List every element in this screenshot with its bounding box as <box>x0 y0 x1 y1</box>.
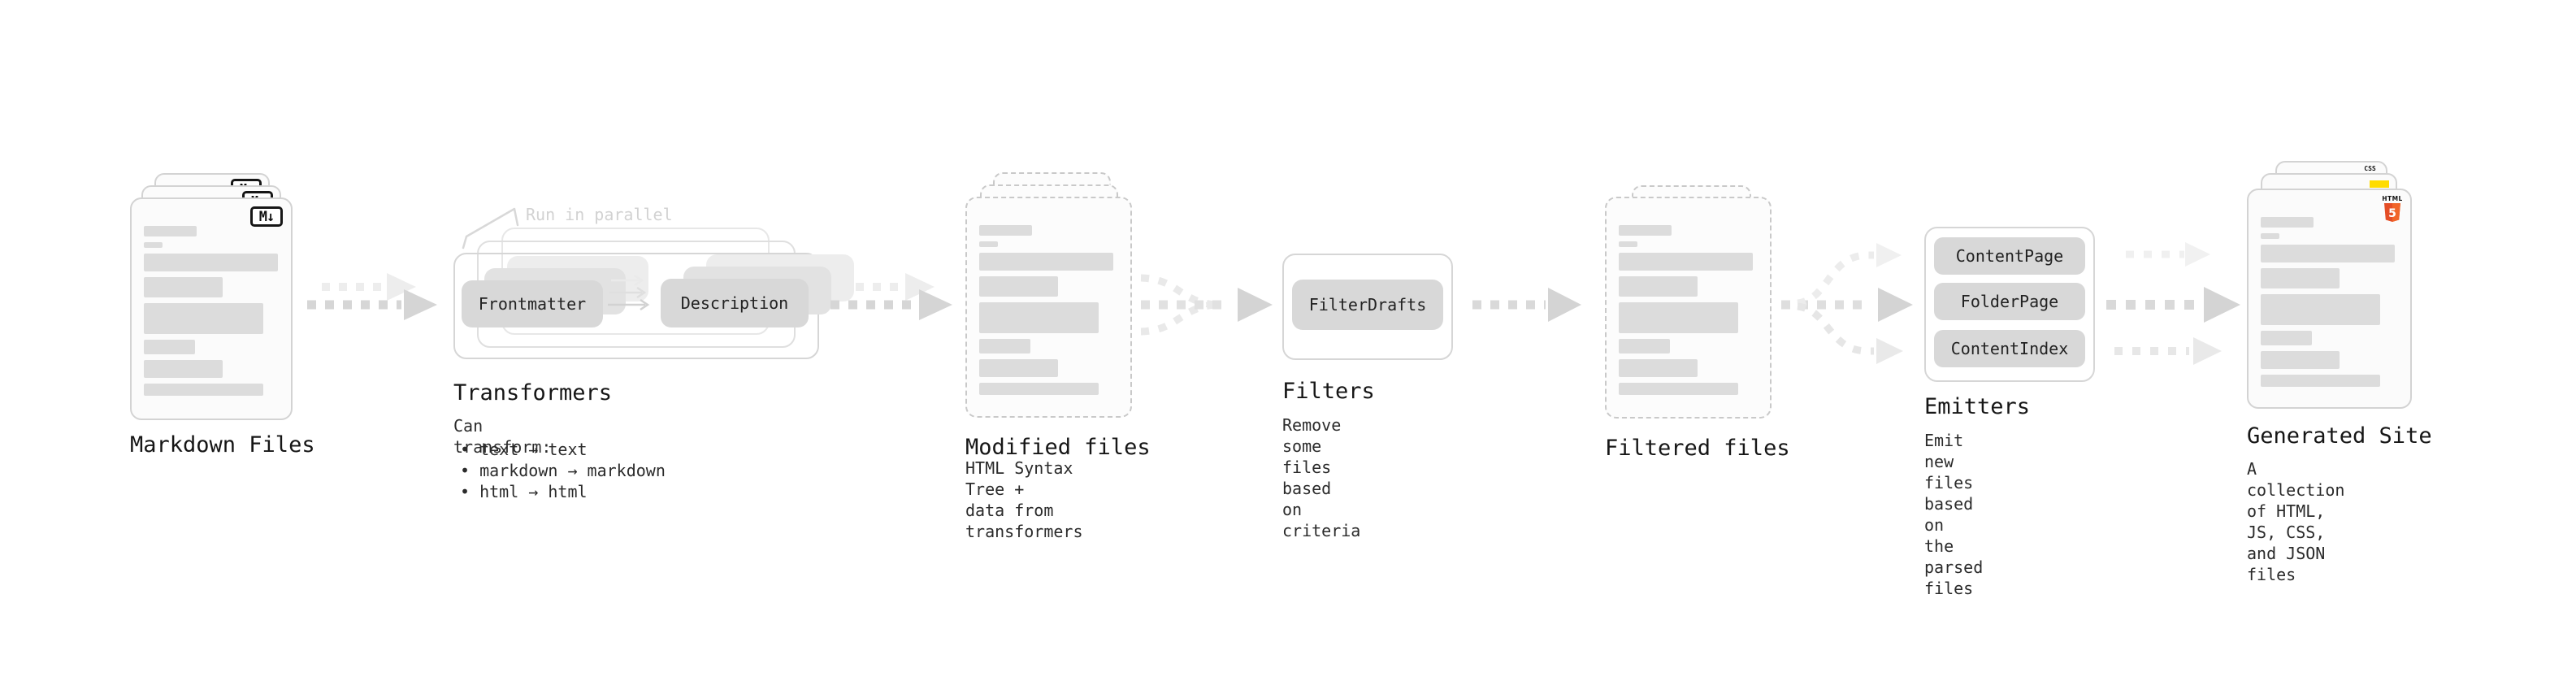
arrow-filters-to-filtered <box>1472 288 1581 322</box>
stage-title-transformers: Transformers <box>453 380 613 406</box>
stage-title-markdown-files: Markdown Files <box>130 432 315 458</box>
transform-bullet: • markdown → markdown <box>460 461 666 480</box>
filter-pill-filterdrafts: FilterDrafts <box>1292 280 1443 330</box>
stage-title-generated-site: Generated Site <box>2247 423 2432 449</box>
arrow-modified-to-filters <box>1140 274 1273 336</box>
html5-icon: HTML 5 <box>2383 195 2402 222</box>
markdown-icon: M↓ <box>250 206 283 227</box>
arrow-emitters-to-generated <box>2106 242 2240 365</box>
run-in-parallel-annotation: Run in parallel <box>526 205 673 224</box>
file-content-skeleton <box>2261 217 2395 387</box>
arrow-markdown-to-transformers <box>307 273 437 320</box>
stage-title-filters: Filters <box>1282 379 1375 404</box>
filtered-file-card-front <box>1605 197 1772 419</box>
stage-title-filtered-files: Filtered files <box>1605 436 1790 461</box>
emitters-description: Emit new files based on the parsed files <box>1924 431 1984 598</box>
markdown-file-card-front: M↓ <box>130 197 293 420</box>
svg-text:HTML: HTML <box>2383 195 2402 202</box>
modified-file-card-front <box>965 197 1132 418</box>
modified-files-description: HTML Syntax Tree + data from transformer… <box>965 458 1083 541</box>
stage-title-modified-files: Modified files <box>965 435 1151 460</box>
stage-title-emitters: Emitters <box>1924 394 2031 419</box>
file-content-skeleton <box>979 225 1113 395</box>
emitter-pill-contentpage: ContentPage <box>1934 237 2085 275</box>
css-icon-label: CSS <box>2364 165 2376 172</box>
file-content-skeleton <box>144 226 278 396</box>
filters-description: Remove some files based on criteria <box>1282 415 1361 540</box>
generated-file-card-front: HTML 5 <box>2247 189 2412 409</box>
file-content-skeleton <box>1619 225 1753 395</box>
emitter-pill-folderpage: FolderPage <box>1934 283 2085 320</box>
transform-bullet: • html → html <box>460 482 588 501</box>
transform-bullet: • text → text <box>460 440 588 459</box>
arrow-filtered-to-emitters <box>1781 243 1913 364</box>
js-file-icon <box>2370 180 2389 188</box>
transformer-pill-description: Description <box>661 279 809 327</box>
generated-site-description: A collection of HTML, JS, CSS, and JSON … <box>2247 459 2345 584</box>
transformers-description: Can transform: <box>453 416 552 457</box>
transformer-pill-frontmatter: Frontmatter <box>462 280 603 327</box>
svg-text:5: 5 <box>2388 207 2396 220</box>
emitter-pill-contentindex: ContentIndex <box>1934 330 2085 367</box>
